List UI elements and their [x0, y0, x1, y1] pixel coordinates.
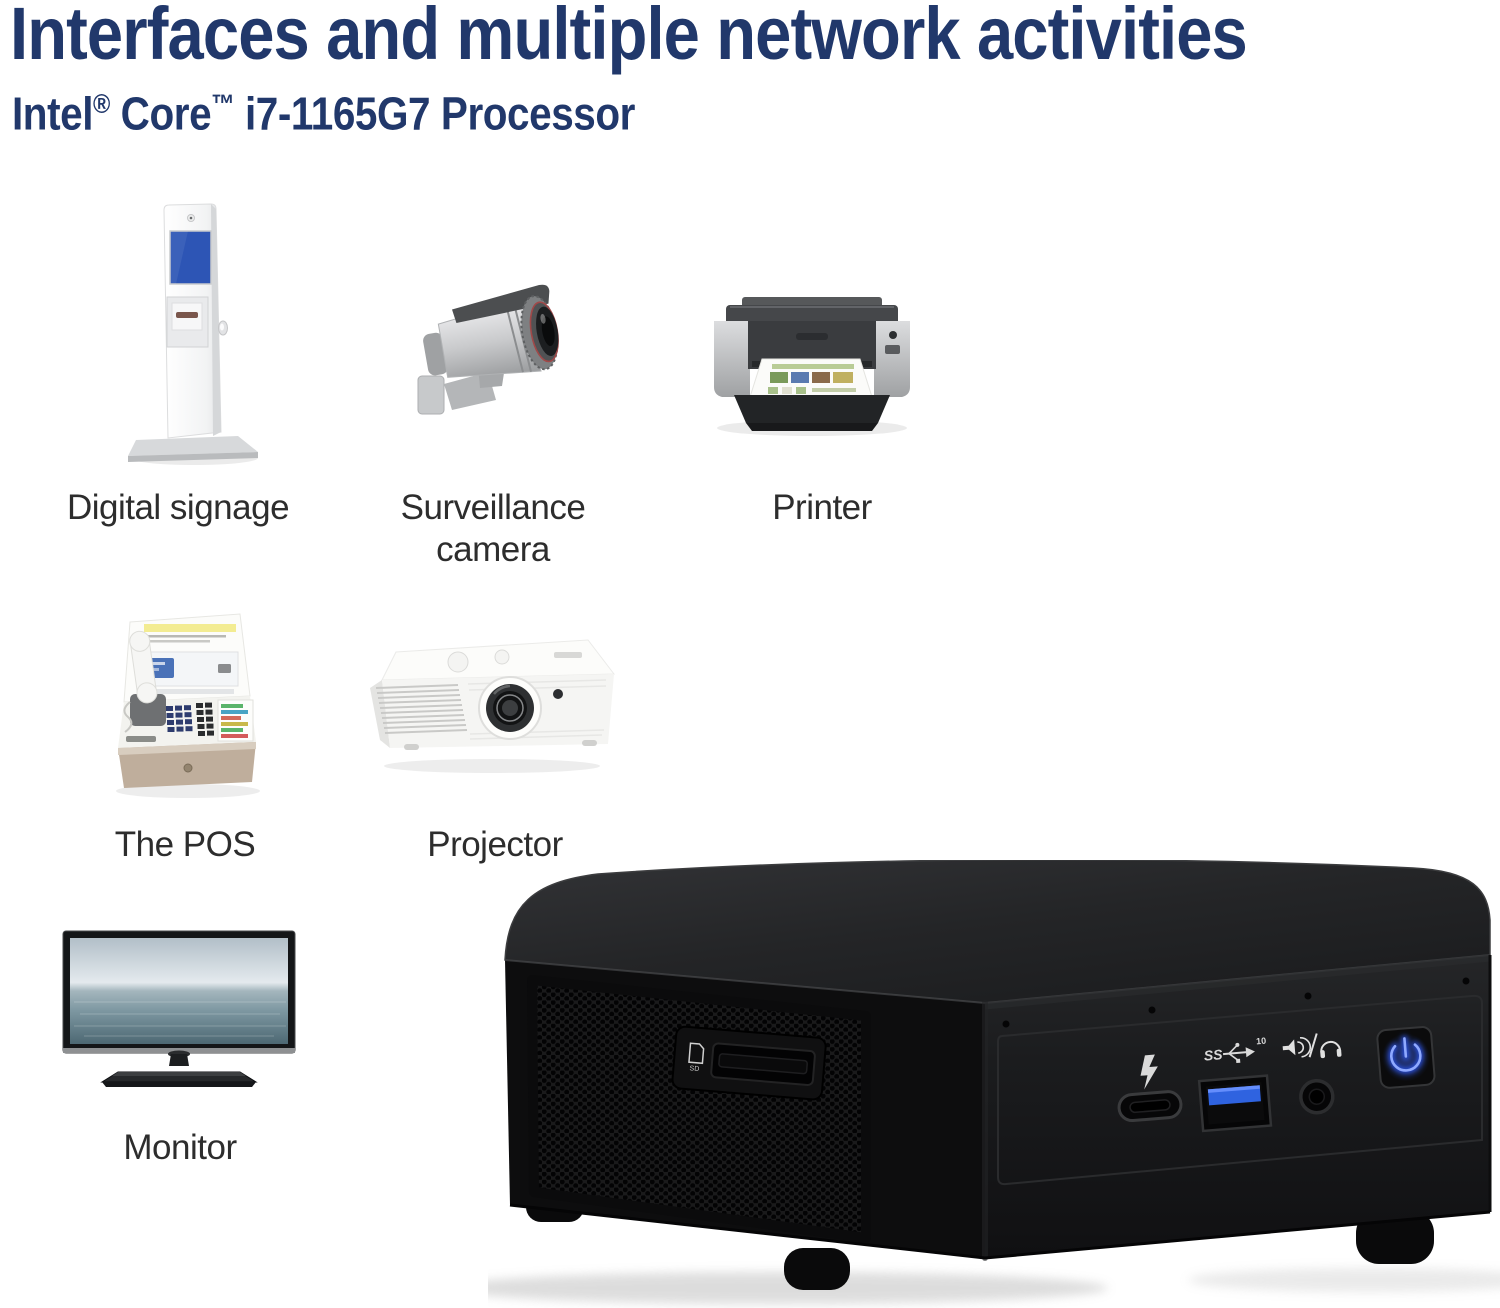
usb-a-port — [1197, 1074, 1273, 1133]
device-label-projector: Projector — [427, 825, 563, 864]
printer-photo — [700, 295, 925, 440]
usb-ss10-icon: SS 10 — [1203, 1036, 1267, 1064]
sd-card-icon: SD — [688, 1042, 705, 1073]
monitor-screen — [70, 938, 288, 1044]
power-icon — [1388, 1035, 1424, 1074]
thunderbolt-icon — [1140, 1054, 1158, 1090]
svg-text:10: 10 — [1256, 1036, 1267, 1047]
page-subtitle: Intel® Core™ i7-1165G7 Processor — [12, 87, 635, 140]
speaker-icon — [1282, 1037, 1312, 1058]
pos-keypad — [166, 705, 193, 732]
device-label-digital-signage: Digital signage — [66, 488, 290, 527]
sd-card-slot: SD — [671, 1025, 827, 1101]
monitor-photo — [60, 930, 298, 1095]
pos-photo — [100, 608, 270, 800]
device-label-surveillance-camera: Surveillance camera — [400, 488, 586, 569]
device-label-printer: Printer — [772, 488, 872, 527]
mini-pc-photo: SD SS — [488, 860, 1500, 1308]
svg-text:SS: SS — [1203, 1046, 1224, 1063]
device-label-the-pos: The POS — [114, 825, 256, 864]
vent-grille — [527, 975, 871, 1243]
projector-photo — [362, 632, 624, 777]
svg-text:SD: SD — [689, 1065, 699, 1073]
power-button[interactable] — [1376, 1026, 1436, 1089]
surveillance-camera-photo — [408, 280, 588, 435]
digital-signage-photo — [112, 200, 272, 468]
kiosk-screen — [169, 230, 212, 285]
device-label-monitor: Monitor — [123, 1128, 237, 1167]
usb-c-port — [1117, 1090, 1183, 1123]
audio-jack — [1299, 1078, 1335, 1115]
headphone-icon — [1320, 1040, 1342, 1059]
page-title: Interfaces and multiple network activiti… — [10, 0, 1248, 75]
